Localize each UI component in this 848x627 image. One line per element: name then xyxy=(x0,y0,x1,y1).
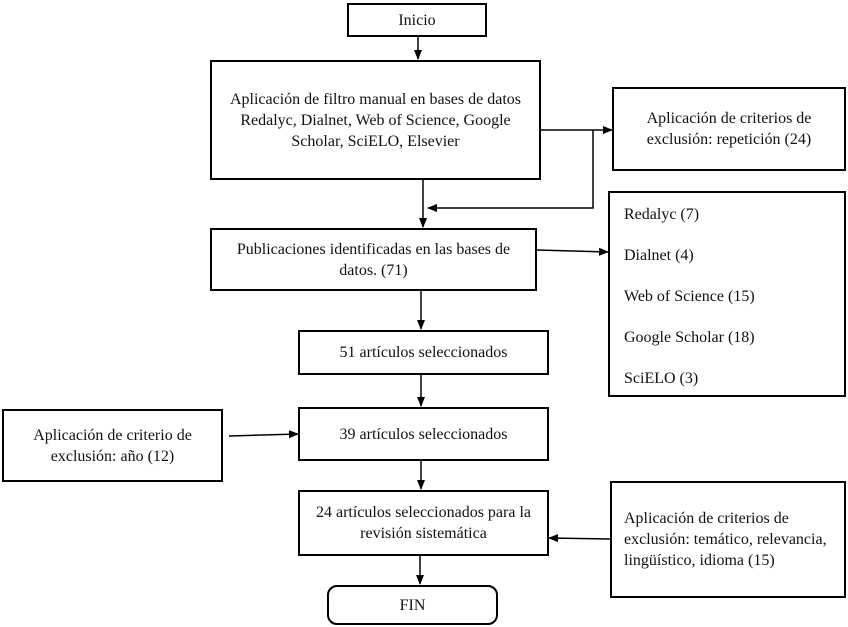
database-item-google-scholar: Google Scholar (18) xyxy=(624,329,755,346)
database-item-scielo: SciELO (3) xyxy=(624,370,699,387)
selected-39-label: 39 artículos seleccionados xyxy=(339,425,508,443)
identified-label: Publicaciones identificadas en las bases… xyxy=(236,240,511,279)
identified-box: Publicaciones identificadas en las bases… xyxy=(210,228,537,291)
year-exclusion-box: Aplicación de criterio de exclusión: año… xyxy=(2,409,223,482)
selected-51-box: 51 artículos seleccionados xyxy=(298,330,549,375)
databases-box: Redalyc (7) Dialnet (4) Web of Science (… xyxy=(608,191,846,397)
year-exclusion-label: Aplicación de criterio de exclusión: año… xyxy=(33,426,192,465)
repetition-exclusion-box: Aplicación de criterios de exclusión: re… xyxy=(612,87,846,171)
database-item-dialnet: Dialnet (4) xyxy=(624,247,694,264)
thematic-exclusion-box: Aplicación de criterios de exclusión: te… xyxy=(610,481,846,598)
thematic-exclusion-label: Aplicación de criterios de exclusión: te… xyxy=(624,510,827,569)
end-box: FIN xyxy=(327,585,498,625)
arrow-repetition-feedback xyxy=(427,130,594,212)
arrow-identified-to-databases xyxy=(536,247,609,256)
database-item-redalyc: Redalyc (7) xyxy=(624,206,700,223)
manual-filter-label: Aplicación de filtro manual en bases de … xyxy=(229,90,521,150)
selected-24-box: 24 artículos seleccionados para la revis… xyxy=(298,490,549,556)
selected-24-label: 24 artículos seleccionados para la revis… xyxy=(315,504,532,542)
arrow-thematic-to-24 xyxy=(548,534,611,543)
selected-39-box: 39 artículos seleccionados xyxy=(298,407,549,461)
start-box: Inicio xyxy=(347,3,487,37)
manual-filter-box: Aplicación de filtro manual en bases de … xyxy=(210,60,541,180)
database-item-web-of-science: Web of Science (15) xyxy=(624,288,755,305)
end-label: FIN xyxy=(399,596,426,614)
repetition-exclusion-label: Aplicación de criterios de exclusión: re… xyxy=(646,110,812,148)
arrow-year-to-39 xyxy=(228,430,299,439)
start-label: Inicio xyxy=(398,11,436,29)
selected-51-label: 51 artículos seleccionados xyxy=(339,344,508,361)
